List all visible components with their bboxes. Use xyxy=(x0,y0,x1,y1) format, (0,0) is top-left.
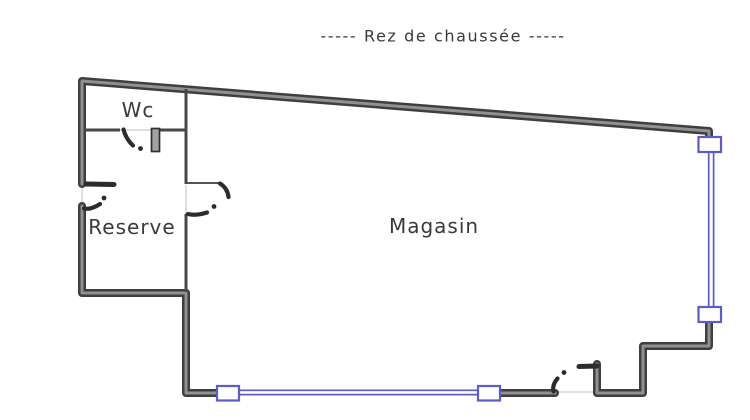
window-box-bottom-right xyxy=(476,384,502,402)
door-swing-dot-magasin-entrance xyxy=(561,370,567,375)
window-box-right-bottom xyxy=(697,305,723,324)
room-label-reserve: Reserve xyxy=(88,215,176,239)
door-swing-arc-reserve-exterior xyxy=(81,201,103,211)
door-swing-arc-magasin-entrance xyxy=(551,376,560,394)
door-swing-arc-reserve-interior xyxy=(185,210,210,217)
wall-core-step xyxy=(595,319,711,395)
door-swing-dot-wc xyxy=(138,146,143,151)
door-leaf-magasin-entrance xyxy=(576,363,600,369)
wall-core-left xyxy=(80,204,219,395)
wall-top-and-upper-left xyxy=(78,77,713,188)
floor-title: ----- Rez de chaussée ----- xyxy=(320,26,566,46)
wall-core-top xyxy=(80,79,711,186)
door-swing-dot-reserve-interior xyxy=(211,204,217,209)
door-leaf-reserve-exterior xyxy=(83,181,117,187)
door-swing-arc-wc xyxy=(121,127,136,148)
door-swing-hook-reserve-interior xyxy=(217,181,231,200)
window-box-right-top xyxy=(697,135,723,154)
wall-bottom-right-step xyxy=(593,317,713,397)
door-leaf-wc xyxy=(150,127,161,153)
room-label-magasin: Magasin xyxy=(388,214,480,238)
room-label-wc: Wc xyxy=(121,98,155,122)
door-swing-dot-reserve-exterior xyxy=(101,195,107,201)
window-box-bottom-left xyxy=(215,384,241,402)
